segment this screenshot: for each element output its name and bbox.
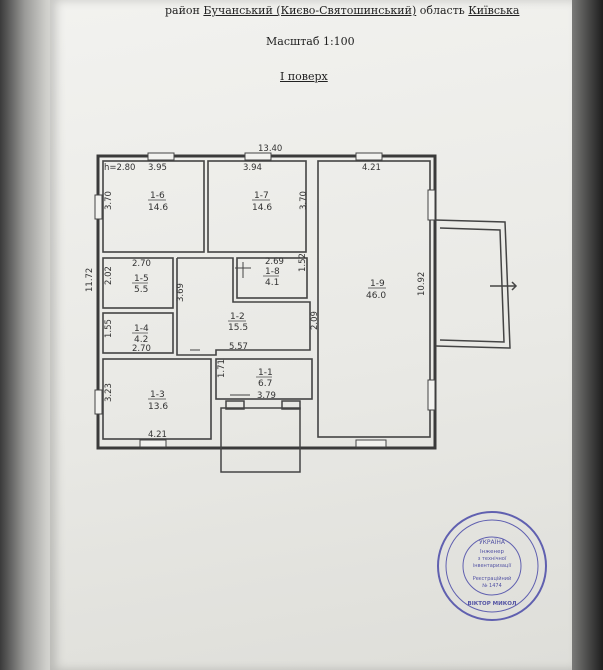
region-label: область — [419, 4, 465, 17]
dim-152: 1.52 — [298, 253, 308, 272]
official-stamp: УКРАЇНА Інженер з технічної інвентаризац… — [437, 511, 547, 621]
dim-370-mid: 3.70 — [299, 191, 309, 210]
windows — [94, 152, 436, 448]
dim-421-top: 4.21 — [362, 163, 381, 173]
room-area: 46.0 — [366, 291, 386, 301]
district-label: район — [165, 4, 200, 17]
inner-walls — [102, 160, 431, 440]
dim-1092: 10.92 — [417, 272, 427, 296]
room-1-8: 1-8 4.1 — [263, 267, 280, 288]
dim-379: 3.79 — [257, 391, 276, 401]
room-1-4: 1-4 4.2 — [132, 324, 149, 345]
room-id: 1-5 — [134, 274, 149, 284]
dim-height-left: 11.72 — [85, 268, 95, 292]
stamp-name: ВІКТОР МИКОЛ — [468, 601, 517, 607]
room-area: 6.7 — [258, 379, 272, 389]
entrance-porch — [220, 400, 301, 473]
room-area: 14.6 — [148, 203, 168, 213]
dim-369: 3.69 — [176, 283, 186, 302]
dim-394: 3.94 — [243, 163, 262, 173]
room-id: 1-2 — [230, 312, 245, 322]
dim-ceiling: h=2.80 — [104, 163, 135, 173]
scale-label: Масштаб 1:100 — [266, 35, 355, 48]
dim-557: 5.57 — [229, 342, 248, 352]
dim-171: 1.71 — [217, 359, 227, 378]
room-id: 1-8 — [265, 267, 280, 277]
dim-270-a: 2.70 — [132, 259, 151, 269]
room-1-9: 1-9 46.0 — [366, 279, 386, 301]
stamp-country: УКРАЇНА — [479, 539, 506, 546]
room-area: 4.2 — [134, 335, 148, 345]
floor-label: I поверх — [280, 70, 328, 83]
stamp-line-5: Реєстраційний — [473, 575, 512, 582]
right-edge-shadow — [572, 0, 603, 670]
dim-270-b: 2.70 — [132, 344, 151, 354]
room-id: 1-1 — [258, 368, 273, 378]
room-id: 1-9 — [370, 279, 385, 289]
dim-370-left: 3.70 — [104, 191, 114, 210]
room-id: 1-4 — [134, 324, 149, 334]
dim-269: 2.69 — [265, 257, 284, 267]
porch-right — [434, 219, 518, 349]
room-1-6: 1-6 14.6 — [148, 191, 168, 213]
dim-155: 1.55 — [104, 319, 114, 338]
dim-395: 3.95 — [148, 163, 167, 173]
door-marks — [190, 262, 300, 396]
header-location: район Бучанський (Києво-Святошинський) о… — [165, 4, 519, 17]
document-page — [50, 0, 572, 670]
room-1-3: 1-3 13.6 — [148, 390, 168, 412]
room-id: 1-6 — [150, 191, 165, 201]
room-1-1: 1-1 6.7 — [256, 368, 273, 389]
room-1-2: 1-2 15.5 — [228, 312, 248, 333]
room-area: 5.5 — [134, 285, 148, 295]
stamp-line-6: № 1474 — [482, 583, 502, 589]
dim-202: 2.02 — [104, 266, 114, 285]
dim-421-bottom: 4.21 — [148, 430, 167, 440]
room-1-5: 1-5 5.5 — [132, 274, 149, 295]
stamp-line-3: з технічної — [478, 556, 507, 562]
district-value: Бучанський (Києво-Святошинський) — [203, 4, 417, 17]
region-value: Київська — [468, 4, 520, 17]
room-id: 1-7 — [254, 191, 269, 201]
room-area: 4.1 — [265, 278, 279, 288]
room-area: 15.5 — [228, 323, 248, 333]
room-1-7: 1-7 14.6 — [252, 191, 272, 213]
room-area: 14.6 — [252, 203, 272, 213]
dim-209: 2.09 — [310, 311, 320, 330]
dim-323: 3.23 — [104, 383, 114, 402]
dim-total-width: 13.40 — [258, 144, 282, 154]
room-id: 1-3 — [150, 390, 165, 400]
room-area: 13.6 — [148, 402, 168, 412]
stamp-line-4: інвентаризації — [473, 563, 512, 569]
stamp-line-2: Інженер — [480, 549, 505, 555]
